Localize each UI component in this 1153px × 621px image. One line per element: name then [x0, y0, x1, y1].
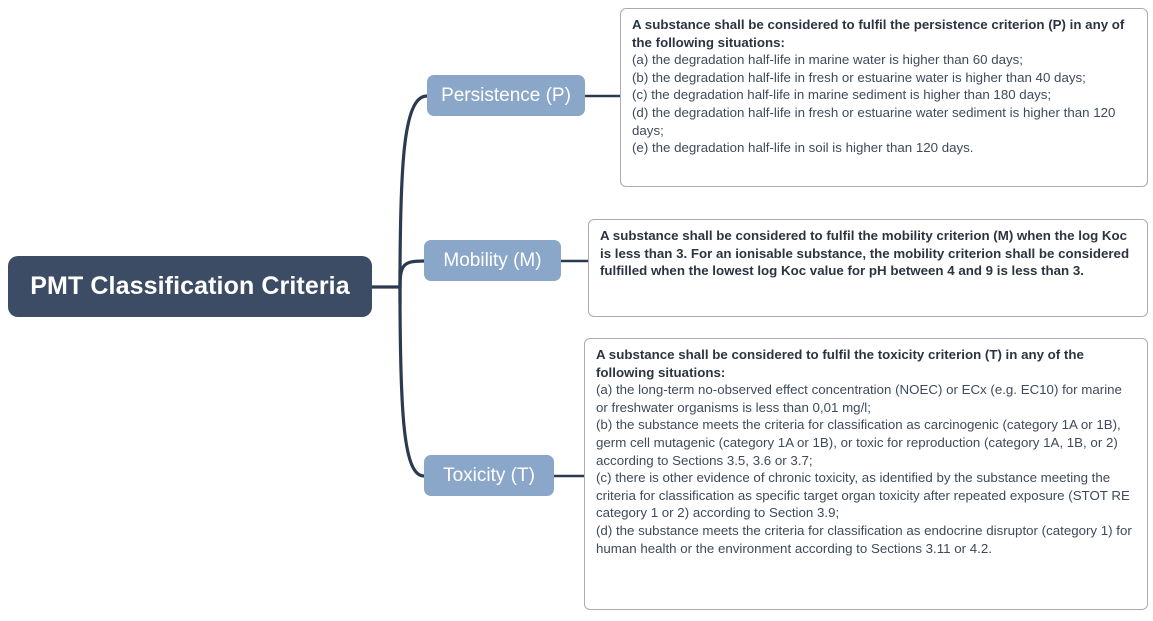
detail-box-toxicity: A substance shall be considered to fulfi… — [584, 338, 1148, 610]
detail-toxicity-lead: A substance shall be considered to fulfi… — [596, 347, 1084, 380]
connector-to-mobility — [398, 259, 426, 289]
detail-persistence-lead: A substance shall be considered to fulfi… — [632, 17, 1125, 50]
branch-node-persistence[interactable]: Persistence (P) — [427, 75, 585, 116]
branch-node-toxicity[interactable]: Toxicity (T) — [424, 455, 554, 496]
detail-persistence-item-e: (e) the degradation half-life in soil is… — [632, 140, 974, 156]
detail-persistence-item-c: (c) the degradation half-life in marine … — [632, 87, 1052, 103]
branch-node-toxicity-label: Toxicity (T) — [443, 464, 535, 486]
connector-to-toxicity — [398, 285, 426, 478]
detail-toxicity-item-d: (d) the substance meets the criteria for… — [596, 522, 1132, 556]
root-node-pmt-classification-criteria[interactable]: PMT Classification Criteria — [8, 256, 372, 317]
root-node-label: PMT Classification Criteria — [30, 272, 350, 300]
detail-box-mobility: A substance shall be considered to fulfi… — [588, 219, 1148, 317]
detail-toxicity-item-a: (a) the long-term no-observed effect con… — [596, 382, 1122, 415]
branch-node-mobility[interactable]: Mobility (M) — [424, 240, 561, 281]
detail-mobility-lead: A substance shall be considered to fulfi… — [600, 228, 1130, 279]
connector-to-persistence — [398, 94, 429, 289]
branch-node-persistence-label: Persistence (P) — [441, 84, 571, 106]
detail-toxicity-item-c: (c) there is other evidence of chronic t… — [596, 470, 1130, 521]
detail-toxicity-item-b: (b) the substance meets the criteria for… — [596, 417, 1121, 468]
detail-persistence-item-a: (a) the degradation half-life in marine … — [632, 52, 1023, 68]
detail-persistence-item-d: (d) the degradation half-life in fresh o… — [632, 104, 1116, 138]
detail-persistence-item-b: (b) the degradation half-life in fresh o… — [632, 69, 1086, 85]
branch-node-mobility-label: Mobility (M) — [443, 249, 542, 271]
detail-box-persistence: A substance shall be considered to fulfi… — [620, 8, 1148, 187]
